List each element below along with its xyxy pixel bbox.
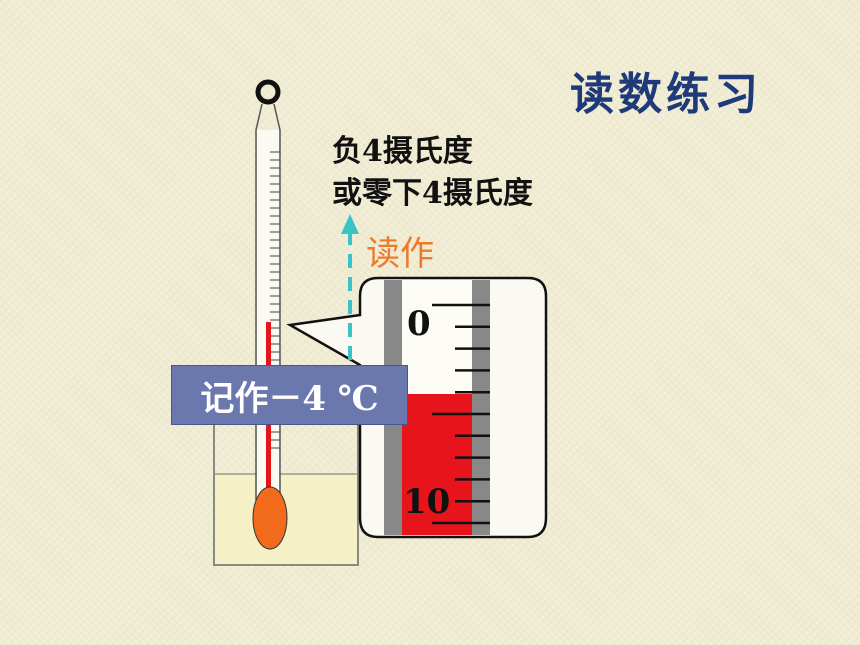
page-title: 读数练习 bbox=[570, 69, 762, 120]
reading-arrow bbox=[341, 214, 359, 360]
record-label-text: 记作－4 ℃ bbox=[200, 378, 379, 419]
zoomed-scale bbox=[384, 280, 490, 535]
scale-label-zero: 0 bbox=[407, 304, 431, 344]
zoom-mercury bbox=[402, 394, 472, 535]
thermometer-bulb bbox=[252, 486, 288, 550]
reading-text-line2: 或零下4摄氏度 bbox=[332, 176, 533, 211]
record-label-box: 记作－4 ℃ bbox=[171, 365, 408, 425]
beaker-outline bbox=[213, 425, 359, 566]
thermometer-hook bbox=[255, 79, 281, 105]
beaker bbox=[213, 425, 359, 566]
reading-text-line1: 负4摄氏度 bbox=[332, 134, 473, 169]
zoom-right-wall bbox=[472, 280, 490, 535]
scale-label-ten: 10 bbox=[403, 482, 451, 522]
read-as-label: 读作 bbox=[366, 234, 434, 274]
arrow-head bbox=[341, 214, 359, 234]
